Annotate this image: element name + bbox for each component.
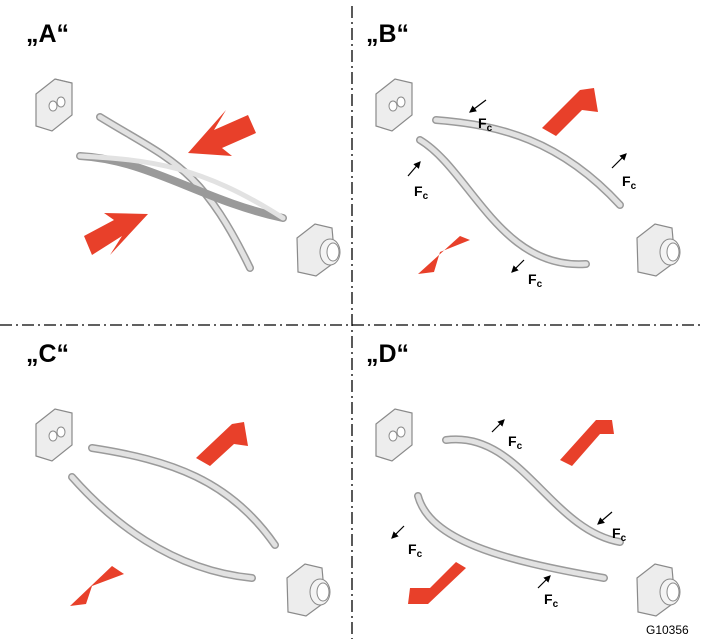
mount-block-left: [36, 409, 72, 461]
mount-block-right: [297, 224, 340, 276]
force-arrow-lower-left: [408, 562, 466, 604]
fc-label: Fc: [478, 115, 493, 134]
quadrant-d: Fc Fc Fc Fc: [376, 409, 680, 616]
force-arrow-lower-left: [70, 566, 124, 606]
quadrant-c: [36, 409, 330, 616]
force-arrow-upper-right: [542, 88, 598, 136]
fc-arrow: [470, 100, 486, 112]
quadrant-label-a: „A“: [26, 20, 69, 48]
tube-1-core: [446, 439, 620, 542]
force-arrow-lower-left: [418, 236, 470, 274]
quadrant-a: [36, 79, 340, 276]
mount-block-left: [376, 79, 412, 131]
fc-arrow: [538, 576, 550, 588]
tube-2-core: [418, 496, 604, 578]
fc-label: Fc: [544, 591, 559, 610]
quadrant-label-c: „C“: [26, 340, 69, 368]
mount-block-right: [637, 564, 680, 616]
drawing-code: G10356: [646, 623, 689, 637]
force-arrow-upper-right: [196, 422, 248, 466]
fc-arrow: [408, 162, 420, 176]
mount-block-left: [376, 409, 412, 461]
fc-label: Fc: [622, 173, 637, 192]
force-arrow-upper-right: [188, 110, 256, 156]
tube-1: [436, 120, 620, 205]
fc-arrow: [392, 526, 404, 538]
tube-1: [446, 439, 620, 542]
quadrant-label-d: „D“: [366, 340, 409, 368]
mount-block-right: [287, 564, 330, 616]
tube-1-core: [436, 120, 620, 205]
fc-arrow: [512, 260, 524, 272]
mount-block-right: [637, 224, 680, 276]
fc-label: Fc: [528, 271, 543, 290]
force-arrow-lower-left: [84, 213, 148, 255]
fc-arrow: [598, 512, 612, 524]
fc-arrow: [492, 420, 504, 432]
quadrant-b: Fc Fc Fc Fc: [376, 79, 680, 290]
tube-1: [92, 448, 275, 545]
fc-label: Fc: [414, 183, 429, 202]
mount-block-left: [36, 79, 72, 131]
force-arrow-upper-right: [560, 420, 614, 466]
fc-label: Fc: [408, 541, 423, 560]
fc-label: Fc: [508, 433, 523, 452]
quadrant-label-b: „B“: [366, 20, 409, 48]
fc-arrow: [612, 154, 626, 168]
tube-1-core: [92, 448, 275, 545]
tube-2: [418, 496, 604, 578]
